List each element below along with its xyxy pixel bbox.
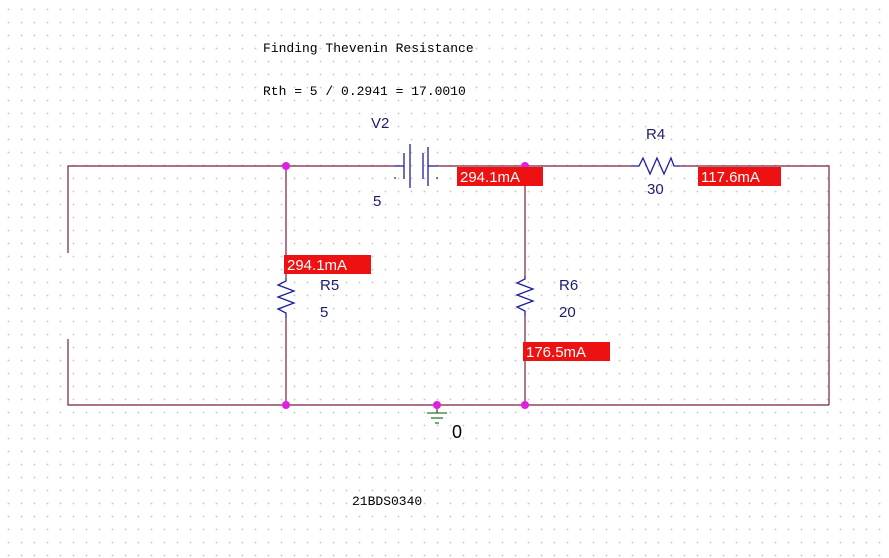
svg-text:294.1mA: 294.1mA: [287, 257, 347, 274]
wire-left-top: [67, 165, 394, 253]
current-marker-r5: 294.1mA: [284, 255, 371, 274]
r4-name-label: R4: [646, 126, 665, 143]
thevenin-formula: Rth = 5 / 0.2941 = 17.0010: [263, 84, 466, 99]
svg-text:117.6mA: 117.6mA: [701, 169, 760, 186]
schematic-title: Finding Thevenin Resistance: [263, 41, 474, 56]
resistor-r6[interactable]: [515, 276, 535, 316]
wire-left-bottom: [67, 339, 829, 406]
v2-value-label: 5: [373, 193, 381, 210]
r5-value-label: 5: [320, 304, 328, 321]
current-marker-v2: 294.1mA: [457, 167, 543, 186]
wires: [67, 165, 830, 413]
ground-label: 0: [452, 422, 462, 442]
svg-text:176.5mA: 176.5mA: [526, 344, 586, 361]
resistor-r5[interactable]: [276, 278, 296, 318]
node-bottom-mid: [521, 401, 529, 409]
current-marker-r6: 176.5mA: [523, 342, 610, 361]
r4-value-label: 30: [647, 181, 664, 198]
battery-v2[interactable]: [394, 144, 438, 188]
wire-r4-right: [680, 165, 830, 405]
r5-name-label: R5: [320, 277, 339, 294]
r6-value-label: 20: [559, 304, 576, 321]
svg-text:294.1mA: 294.1mA: [460, 169, 520, 186]
student-id-label: 21BDS0340: [352, 494, 422, 509]
resistor-r4[interactable]: [631, 156, 680, 176]
node-top-left: [282, 162, 290, 170]
current-marker-r4: 117.6mA: [698, 167, 781, 186]
v2-name-label: V2: [371, 115, 389, 132]
ground-symbol[interactable]: [427, 412, 447, 424]
node-bottom-left: [282, 401, 290, 409]
node-ground: [433, 401, 441, 409]
r6-name-label: R6: [559, 277, 578, 294]
